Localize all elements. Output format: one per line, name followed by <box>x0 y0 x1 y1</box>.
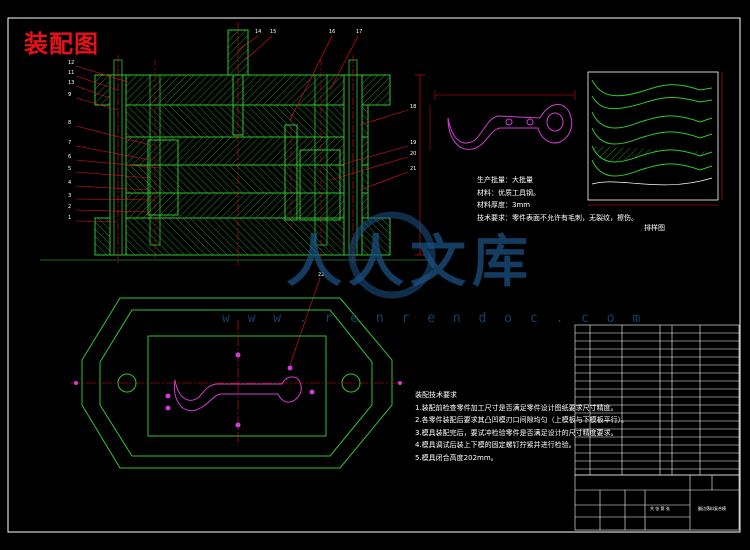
callout-left-12: 12 <box>68 60 74 66</box>
callout-plan-22: 22 <box>318 272 324 278</box>
callout-left-1: 1 <box>68 215 71 221</box>
part-dimensions <box>429 90 576 150</box>
callout-right-18: 18 <box>410 104 416 110</box>
watermark-text: 人人文库 <box>286 230 534 295</box>
title-block-sheet: 共 张 第 张 <box>650 505 670 511</box>
tech-requirements-heading: 装配技术要求 <box>415 391 457 399</box>
tech-requirement-1: 1.装配前检查零件加工尺寸是否满足零件设计图纸要求尺寸精度。 <box>415 403 618 412</box>
assembly-section-view <box>40 22 430 265</box>
drawing-border <box>7 17 741 533</box>
tech-requirement-5: 5.模具闭合高度202mm。 <box>415 453 498 462</box>
callout-top-16: 16 <box>329 29 335 35</box>
callout-top-17: 17 <box>356 29 362 35</box>
callout-left-4: 4 <box>68 180 71 186</box>
spec-note-2: 材料：优质工具钢。 <box>477 188 540 197</box>
tech-requirement-3: 3.模具装配完后，要试冲检验零件是否满足设计的尺寸精度要求。 <box>415 428 618 437</box>
callout-right-20: 20 <box>410 151 416 157</box>
callout-left-8: 8 <box>68 120 71 126</box>
callout-left-2: 2 <box>68 204 71 210</box>
spec-note-4: 技术要求：零件表面不允许有毛刺，无裂纹，擦伤。 <box>477 213 638 222</box>
watermark-logo-icon <box>348 211 436 299</box>
title-block <box>574 474 740 531</box>
callout-left-7: 7 <box>68 140 71 146</box>
parts-list <box>574 324 740 476</box>
callout-left-6: 6 <box>68 154 71 160</box>
strip-layout <box>587 71 723 206</box>
tech-requirement-4: 4.模具调试后装上下模的固定螺钉拧紧并进行检验。 <box>415 441 576 450</box>
tech-requirements: 装配技术要求 1.装配前检查零件加工尺寸是否满足零件设计图纸要求尺寸精度。 2.… <box>415 389 628 465</box>
callout-right-21: 21 <box>410 166 416 172</box>
callout-left-11: 11 <box>68 70 74 76</box>
spec-notes: 生产批量：大批量 材料：优质工具钢。 材料厚度：3mm 技术要求：零件表面不允许… <box>477 174 638 224</box>
plan-holes <box>74 352 402 428</box>
title-block-name: 翻边落料复合模 <box>698 505 726 511</box>
callout-left-9: 9 <box>68 92 71 98</box>
callout-left-13: 13 <box>68 80 74 86</box>
callout-top-14: 14 <box>255 29 261 35</box>
spec-note-1: 生产批量：大批量 <box>477 176 533 184</box>
spec-note-3: 材料厚度：3mm <box>477 201 531 209</box>
watermark-url: w w w . r e n r e n d o c . c o m <box>222 311 646 326</box>
plan-view <box>81 297 393 469</box>
callout-left-3: 3 <box>68 193 71 199</box>
tech-requirement-2: 2.各零件装配后要求其凸凹模刃口间隙均匀（上模板与下模板平行）。 <box>415 416 629 425</box>
callout-left-5: 5 <box>68 166 71 172</box>
callout-right-19: 19 <box>410 140 416 146</box>
drawing-title: 装配图 <box>24 30 99 58</box>
callout-top-15: 15 <box>270 29 276 35</box>
layout-label: 排样图 <box>644 224 665 232</box>
callout-leaders <box>75 35 409 366</box>
part-drawing <box>447 103 573 150</box>
